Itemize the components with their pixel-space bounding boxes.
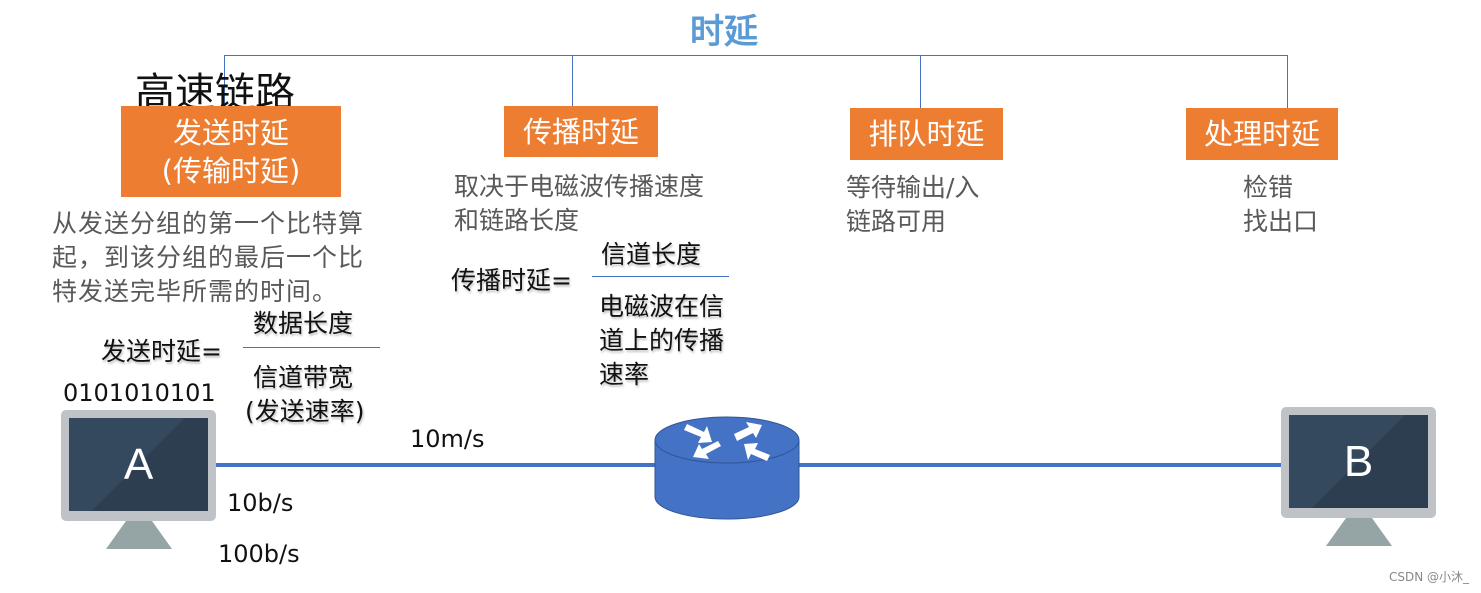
desc-line: 起，到该分组的最后一个比 (52, 243, 365, 272)
diagram-title: 时延 (690, 12, 758, 52)
bracket-line (224, 55, 1287, 56)
bracket-tick (572, 55, 573, 107)
fraction-bar (243, 347, 380, 348)
bracket-tick (224, 55, 225, 107)
formula-lhs: 传播时延= (451, 266, 572, 295)
rate-label: 100b/s (218, 540, 300, 568)
denominator-line: 电磁波在信 (599, 292, 725, 321)
host-b-label: B (1289, 415, 1428, 508)
box-label: 发送时延 (172, 115, 289, 150)
desc-line: 找出口 (1243, 207, 1319, 236)
desc-line: 等待输出/入 (846, 173, 980, 202)
denominator-line: (发送速率) (245, 397, 365, 426)
denominator-line: 速率 (599, 360, 650, 389)
box-sublabel: (传输时延) (161, 153, 301, 188)
desc-line: 从发送分组的第一个比特算 (52, 209, 365, 238)
transmission-desc: 从发送分组的第一个比特算 起，到该分组的最后一个比 特发送完毕所需的时间。 (52, 207, 364, 309)
desc-line: 链路可用 (846, 207, 947, 236)
host-a-monitor[interactable]: A (61, 410, 216, 521)
formula-numerator: 数据长度 (253, 309, 354, 338)
desc-line: 检错 (1243, 173, 1294, 202)
box-label: 传播时延 (522, 114, 639, 149)
processing-delay-box: 处理时延 (1186, 108, 1338, 160)
denominator-line: 道上的传播 (599, 326, 725, 355)
formula-denominator: 信道带宽 (发送速率) (245, 361, 365, 429)
transmission-delay-box: 发送时延 (传输时延) (121, 106, 341, 197)
queueing-delay-box: 排队时延 (850, 108, 1003, 160)
propagation-speed: 10m/s (410, 425, 485, 453)
formula-lhs: 发送时延= (101, 337, 222, 366)
propagation-delay-box: 传播时延 (504, 106, 658, 157)
denominator-line: 信道带宽 (253, 363, 354, 392)
formula-numerator: 信道长度 (601, 240, 702, 269)
desc-line: 取决于电磁波传播速度 (454, 172, 705, 201)
propagation-desc: 取决于电磁波传播速度 和链路长度 (454, 170, 704, 238)
host-a-label: A (69, 418, 208, 511)
desc-line: 和链路长度 (454, 206, 580, 235)
queueing-desc: 等待输出/入 链路可用 (846, 171, 979, 239)
monitor-stand (1326, 518, 1392, 546)
box-label: 处理时延 (1203, 117, 1320, 151)
box-label: 排队时延 (868, 117, 985, 151)
desc-line: 特发送完毕所需的时间。 (52, 277, 339, 306)
processing-desc: 检错 找出口 (1243, 171, 1318, 239)
monitor-stand (106, 521, 172, 549)
fraction-bar (592, 276, 729, 277)
router-icon[interactable] (652, 410, 802, 522)
watermark: CSDN @小沐_ (1388, 570, 1469, 584)
rate-label: 10b/s (227, 489, 294, 517)
bracket-tick (920, 55, 921, 108)
host-b-monitor[interactable]: B (1281, 407, 1436, 518)
bit-stream: 0101010101 (63, 379, 216, 407)
bracket-tick (1287, 55, 1288, 108)
formula-denominator: 电磁波在信 道上的传播 速率 (599, 290, 724, 392)
